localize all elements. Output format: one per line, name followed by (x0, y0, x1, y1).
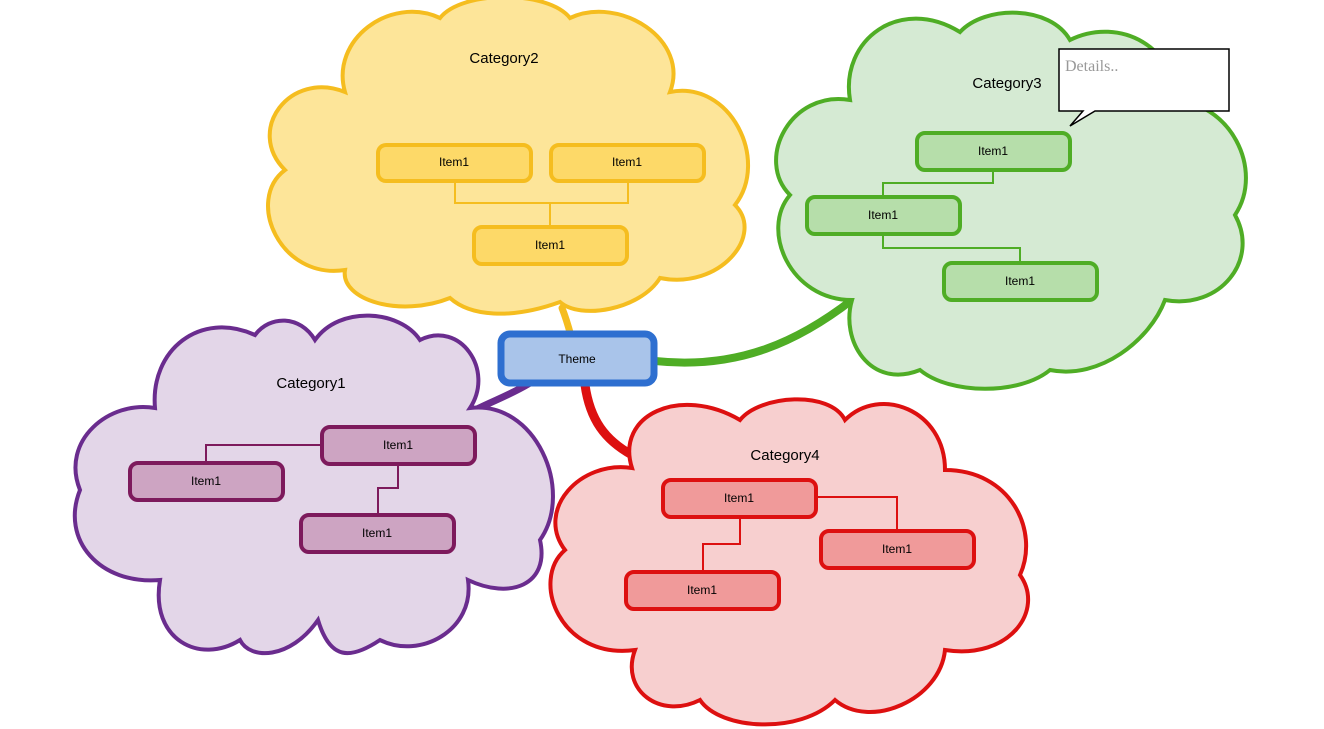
category3-links (882, 170, 1021, 262)
category3-title: Category3 (972, 75, 1041, 92)
list-item[interactable]: Item1 (376, 143, 533, 183)
item-label: Item1 (362, 526, 392, 540)
item-label: Item1 (724, 491, 754, 505)
item-label: Item1 (687, 583, 717, 597)
item-label: Item1 (1005, 274, 1035, 288)
list-item[interactable]: Item1 (805, 195, 962, 236)
item-label: Item1 (978, 144, 1008, 158)
item-label: Item1 (882, 542, 912, 556)
details-callout[interactable]: Details.. (1058, 48, 1230, 127)
list-item[interactable]: Item1 (472, 225, 629, 266)
theme-node[interactable]: Theme (497, 330, 658, 387)
cloud-category1: Category1 (72, 313, 555, 656)
list-item[interactable]: Item1 (942, 261, 1099, 302)
item-label: Item1 (191, 474, 221, 488)
list-item[interactable]: Item1 (549, 143, 706, 183)
list-item[interactable]: Item1 (915, 131, 1072, 172)
category1-title: Category1 (276, 375, 345, 392)
list-item[interactable]: Item1 (624, 570, 781, 611)
item-label: Item1 (439, 155, 469, 169)
theme-label: Theme (558, 352, 596, 366)
category2-links (454, 181, 629, 226)
connector-theme-category4 (580, 380, 637, 460)
item-label: Item1 (535, 238, 565, 252)
list-item[interactable]: Item1 (819, 529, 976, 570)
list-item[interactable]: Item1 (320, 425, 477, 466)
category4-title: Category4 (750, 447, 819, 464)
item-label: Item1 (868, 208, 898, 222)
item-label: Item1 (383, 438, 413, 452)
category2-title: Category2 (469, 50, 538, 67)
list-item[interactable]: Item1 (661, 478, 818, 519)
callout-text: Details.. (1065, 58, 1118, 75)
list-item[interactable]: Item1 (299, 513, 456, 554)
list-item[interactable]: Item1 (128, 461, 285, 502)
category4-links (702, 496, 898, 572)
category1-links (205, 444, 399, 514)
item-label: Item1 (612, 155, 642, 169)
connector-theme-category3 (651, 296, 856, 367)
